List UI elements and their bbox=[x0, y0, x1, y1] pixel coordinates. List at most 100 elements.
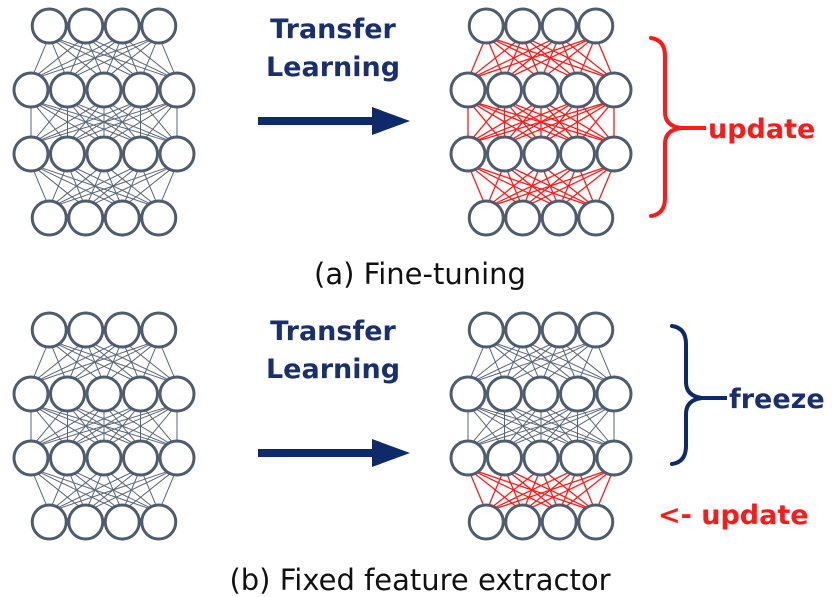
network-node bbox=[103, 7, 141, 45]
network-edge bbox=[30, 35, 123, 81]
network-node bbox=[540, 503, 578, 541]
brace-icon-b bbox=[670, 324, 703, 466]
network-node bbox=[158, 439, 196, 477]
network-edge bbox=[30, 99, 141, 145]
network-node bbox=[12, 135, 50, 173]
network-edge bbox=[467, 99, 615, 145]
network-node bbox=[449, 439, 487, 477]
network-node bbox=[30, 7, 68, 45]
network-edge bbox=[49, 467, 141, 513]
network-node bbox=[522, 135, 560, 173]
network-node bbox=[486, 71, 523, 109]
network-node bbox=[486, 375, 523, 413]
arrow-label-line2-b: Learning bbox=[266, 354, 400, 385]
network-edge bbox=[540, 403, 615, 449]
network-edge bbox=[467, 99, 578, 145]
network-node bbox=[540, 7, 578, 45]
network-edge bbox=[49, 163, 178, 209]
network-edge bbox=[103, 35, 160, 81]
network-edge bbox=[467, 35, 596, 81]
network-edge bbox=[103, 339, 160, 385]
network-node bbox=[30, 199, 68, 237]
network-edge bbox=[85, 467, 178, 513]
network-edge bbox=[30, 403, 178, 449]
network-node bbox=[504, 503, 542, 541]
network-edge bbox=[49, 467, 178, 513]
network-edge bbox=[467, 339, 596, 385]
network-node bbox=[559, 375, 596, 413]
network-node bbox=[122, 375, 159, 413]
network-node bbox=[85, 71, 123, 109]
network-edge bbox=[121, 163, 178, 209]
network-edge bbox=[49, 163, 141, 209]
target-network-a bbox=[449, 7, 633, 237]
network-node bbox=[140, 7, 178, 45]
network-node bbox=[449, 375, 487, 413]
network-node bbox=[486, 439, 523, 477]
network-node bbox=[540, 199, 578, 237]
network-edge bbox=[121, 467, 178, 513]
network-edge bbox=[467, 35, 560, 81]
side-label-update-a: update bbox=[708, 114, 815, 145]
network-edge bbox=[30, 339, 123, 385]
network-node bbox=[122, 135, 159, 173]
source-network-b bbox=[12, 311, 196, 541]
network-edge bbox=[485, 163, 542, 209]
network-node bbox=[30, 503, 68, 541]
network-node bbox=[522, 375, 560, 413]
network-node bbox=[67, 311, 105, 349]
network-edge bbox=[485, 163, 578, 209]
network-node bbox=[140, 503, 178, 541]
network-edge bbox=[467, 339, 560, 385]
side-label-update-b: <- update bbox=[658, 500, 809, 531]
network-edge bbox=[30, 339, 159, 385]
network-edge bbox=[85, 163, 178, 209]
panel-fixed-feature-extractor: Transfer Learning freeze <- update (b) F… bbox=[12, 311, 825, 597]
network-edge bbox=[540, 99, 615, 145]
network-node bbox=[577, 199, 615, 237]
network-node bbox=[504, 311, 542, 349]
network-node bbox=[12, 71, 50, 109]
network-node bbox=[595, 375, 633, 413]
network-edge bbox=[467, 99, 542, 145]
network-edge bbox=[558, 163, 615, 209]
side-label-freeze-b: freeze bbox=[729, 384, 825, 415]
network-edge bbox=[504, 35, 597, 81]
network-edge bbox=[30, 339, 87, 385]
network-node bbox=[103, 199, 141, 237]
network-edge bbox=[67, 403, 178, 449]
network-node bbox=[467, 199, 505, 237]
network-node bbox=[85, 439, 123, 477]
target-network-b bbox=[449, 311, 633, 541]
network-node bbox=[12, 375, 50, 413]
network-edge bbox=[30, 35, 159, 81]
network-node bbox=[577, 503, 615, 541]
network-node bbox=[49, 439, 86, 477]
network-node bbox=[122, 71, 159, 109]
network-node bbox=[158, 375, 196, 413]
network-edge bbox=[67, 35, 159, 81]
brace-update-a: update bbox=[649, 36, 815, 218]
network-node bbox=[85, 135, 123, 173]
network-edge bbox=[522, 163, 615, 209]
network-node bbox=[122, 439, 159, 477]
source-b-edges-layer-1-2 bbox=[30, 339, 178, 385]
network-node bbox=[467, 7, 505, 45]
caption-fixed-feature-extractor: (b) Fixed feature extractor bbox=[229, 563, 610, 597]
network-node bbox=[67, 199, 105, 237]
network-node bbox=[67, 7, 105, 45]
source-network-a bbox=[12, 7, 196, 237]
arrow-label-line1-b: Transfer bbox=[270, 316, 396, 347]
network-node bbox=[577, 7, 615, 45]
network-edge bbox=[467, 403, 615, 449]
network-node bbox=[449, 71, 487, 109]
network-edge bbox=[48, 163, 105, 209]
network-edge bbox=[504, 339, 596, 385]
network-node bbox=[504, 199, 542, 237]
network-edge bbox=[486, 163, 615, 209]
network-edge bbox=[67, 99, 178, 145]
network-node bbox=[559, 71, 596, 109]
transfer-arrow-b: Transfer Learning bbox=[258, 316, 410, 467]
network-edge bbox=[103, 403, 178, 449]
network-node bbox=[158, 71, 196, 109]
